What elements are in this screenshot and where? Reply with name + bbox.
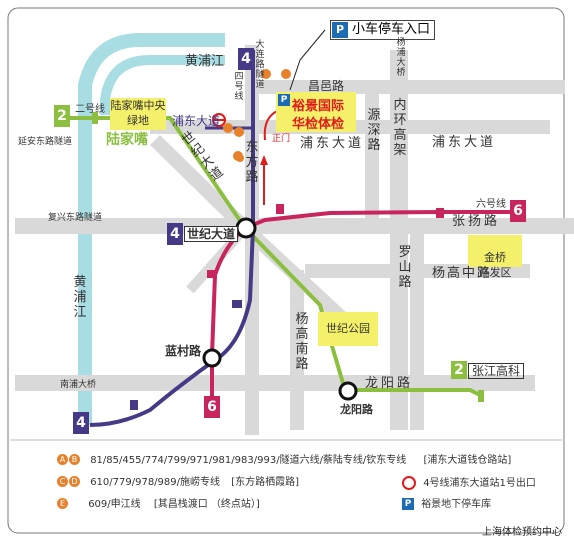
road-luoshan	[410, 220, 424, 430]
legend-e-station: [其昌栈渡口 （终点站）]	[153, 498, 260, 510]
luoshan-road-label: 罗山路	[398, 245, 412, 290]
line4-badge-top: 4	[238, 48, 254, 70]
hospital-name-line2: 华检体检	[292, 117, 345, 132]
hospital-box[interactable]: P 裕景国际 华检体检	[276, 92, 356, 132]
car-route-arrow	[260, 155, 268, 165]
huangpu-river-branch	[100, 55, 225, 115]
line6-station-mark	[276, 204, 284, 214]
road-fuxing	[15, 218, 574, 234]
yuanshen-road-label: 源深路	[367, 108, 381, 153]
zhangyang-road-label: 张扬路	[452, 214, 501, 229]
bus-c-icon: C	[57, 476, 68, 487]
roads	[15, 45, 574, 435]
map-frame	[7, 7, 565, 534]
road-yuanshen	[365, 94, 379, 234]
century-park-box: 世纪公园	[318, 312, 378, 346]
line4-badge-bottom: 4	[73, 412, 89, 434]
huangpu-river	[78, 33, 225, 425]
longyang-hub	[338, 381, 358, 401]
huangpu-river-left-label: 黄浦江	[73, 275, 87, 320]
legend-e-row: E 609/申江线 [其昌栈渡口 （终点站）]	[57, 498, 260, 511]
bus-stop-e2	[281, 69, 291, 79]
bus-stop-e	[261, 69, 271, 79]
bus-stop-b	[234, 127, 244, 137]
fuxing-tunnel-label: 复兴东路隧道	[48, 213, 103, 223]
legend-parking-row: P 裕景地下停车库	[402, 498, 491, 511]
century-station-label: 世纪大道	[184, 226, 239, 242]
parking-entrance-label: P 小车停车入口	[330, 20, 436, 40]
line2-badge-bottom: 2	[451, 361, 467, 379]
line2-badge: 2	[54, 105, 70, 127]
legend-metro-exit: 4号线浦东大道站1号出口	[423, 478, 536, 489]
road-inner-ring	[390, 50, 408, 430]
lancun-hub	[202, 348, 222, 368]
longyang-station-label: 龙阳路	[340, 403, 373, 416]
line4-badge-mid: 4	[167, 223, 183, 245]
parking-icon: P	[332, 22, 348, 38]
bus-b-icon: B	[69, 454, 80, 465]
hospital-parking-icon: P	[278, 94, 290, 106]
parking-legend-icon: P	[402, 498, 414, 510]
changyi-road-label: 昌邑路	[308, 79, 345, 93]
lancun-label: 蓝村路	[165, 344, 202, 358]
line6-station-mark-2	[436, 208, 444, 218]
inner-ring-label: 内环高架	[393, 98, 407, 158]
line6-badge-right: 6	[510, 200, 526, 222]
legend-ab-station: [浦东大道钱仓路站]	[423, 454, 512, 466]
parking-entrance-text: 小车停车入口	[352, 22, 431, 37]
legend-e-routes: 609/申江线	[88, 498, 141, 510]
yanan-tunnel-label: 延安东路隧道	[18, 137, 73, 147]
line2-station-mark-2	[478, 390, 484, 402]
pudong-dadao-label-1: 浦东大道	[300, 136, 365, 151]
longyang-road-label: 龙阳路	[365, 376, 414, 391]
legend-cd-routes: 610/779/978/989/施崂专线	[90, 476, 221, 488]
dongfang-road-label: 东方路	[245, 140, 259, 185]
century-ave-hub	[235, 217, 257, 239]
line2-label: 二号线	[75, 104, 105, 115]
line6-badge-bottom: 6	[204, 396, 220, 418]
pointer-line	[289, 29, 326, 91]
bus-stop-d	[236, 154, 244, 162]
metro-exit-legend-icon	[402, 476, 416, 490]
legend-parking: 裕景地下停车库	[421, 499, 492, 510]
line6-label: 六号线	[476, 199, 506, 210]
yanggao-south-label: 杨高南路	[295, 312, 309, 372]
metro-line2	[70, 116, 481, 397]
lujiazui-label: 陆家嘴	[106, 132, 148, 148]
bus-stop-a	[223, 123, 233, 133]
lujiazui-green-box: 陆家嘴中央绿地	[110, 98, 166, 130]
bus-a-icon: A	[57, 454, 68, 465]
watermark: 上海体检预约中心	[482, 527, 562, 538]
zhangjiang-label: 张江高科	[468, 363, 525, 379]
road-yanggao-south	[290, 270, 304, 430]
metro-line4	[89, 50, 255, 427]
line4-station-mark	[232, 300, 242, 308]
bus-e-icon: E	[57, 498, 68, 509]
legend-cd-station: [东方路栖霞路]	[231, 476, 300, 488]
huangpu-river-top-label: 黄浦江	[185, 54, 225, 69]
legend-ab-routes: 81/85/455/774/799/971/981/983/993/隧道六线/蔡…	[90, 454, 407, 466]
pudong-dadao-label-2: 浦东大道	[432, 135, 497, 150]
legend-metro-row: 4号线浦东大道站1号出口	[402, 476, 536, 490]
yangpu-bridge-label: 杨浦大桥	[396, 38, 406, 78]
line6-station-mark-3	[207, 270, 217, 278]
nanpu-bridge-label: 南浦大桥	[60, 380, 97, 390]
dalian-tunnel-label: 大连路隧道	[255, 40, 265, 90]
hospital-name-line1: 裕景国际	[292, 99, 345, 114]
yanggao-middle-label: 杨高中路	[432, 266, 493, 281]
pudong-station-label: 浦东大道	[172, 114, 221, 128]
main-gate-label: 正门	[272, 134, 291, 144]
line4-vertical-label: 四号线	[234, 72, 244, 102]
line4-station-mark-2	[130, 400, 138, 410]
line2-station-mark	[92, 112, 98, 124]
bus-d-icon: D	[69, 476, 80, 487]
jinqiao-box: 金桥 开发区	[468, 235, 522, 279]
